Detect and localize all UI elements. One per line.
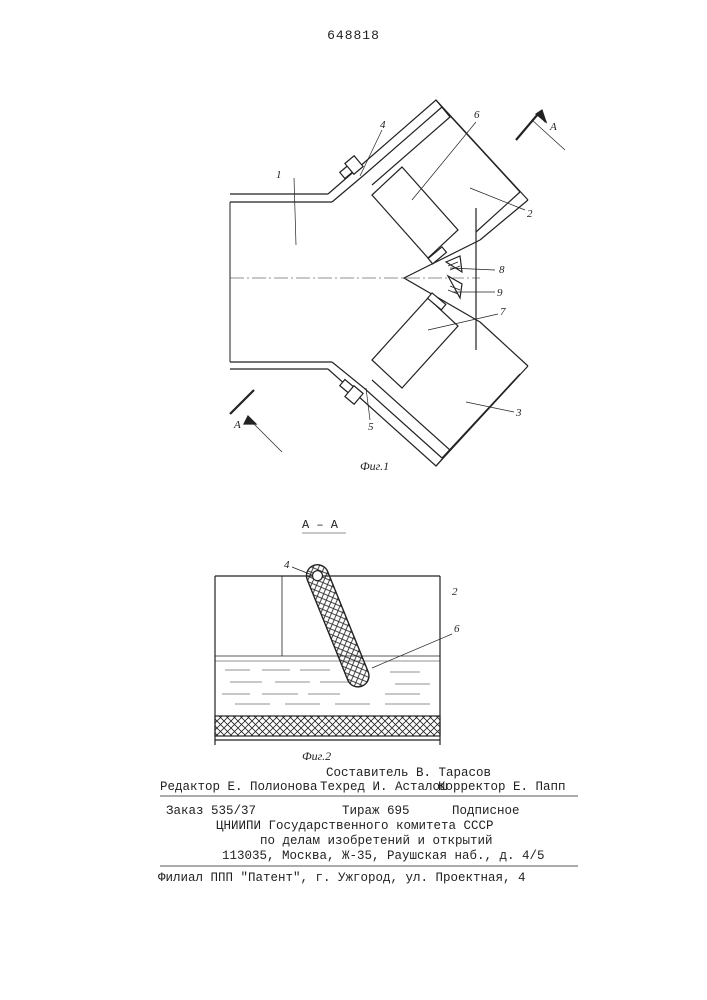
fig2-caption: Фиг.2 — [302, 749, 331, 763]
imprint-circulation: Тираж 695 — [342, 804, 410, 818]
fig1-label-8: 8 — [499, 264, 505, 276]
figure-2-drawing — [215, 561, 452, 745]
section-mark-a-bottom: А — [233, 419, 241, 431]
fig1-label-2: 2 — [527, 208, 533, 220]
fig2-label-4: 4 — [284, 559, 290, 571]
imprint-corrector: Корректор Е. Папп — [438, 780, 566, 794]
fig1-label-7: 7 — [500, 306, 506, 318]
fig2-label-2: 2 — [452, 586, 458, 598]
imprint-subscription: Подписное — [452, 804, 520, 818]
fig2-label-6: 6 — [454, 623, 460, 635]
fig1-label-3: 3 — [515, 407, 522, 419]
imprint-address: 113035, Москва, Ж-35, Раушская наб., д. … — [222, 849, 545, 863]
section-mark-a-top: А — [549, 121, 557, 133]
fig1-caption: Фиг.1 — [360, 459, 389, 473]
section-title: А – А — [302, 518, 339, 532]
imprint-compiler: Составитель В. Тарасов — [326, 766, 491, 780]
imprint-order: Заказ 535/37 — [166, 804, 256, 818]
imprint-branch: Филиал ППП "Патент", г. Ужгород, ул. Про… — [158, 871, 526, 885]
imprint-techred: Техред И. Асталош — [320, 780, 448, 794]
figure-1-labels: 1 2 3 4 5 6 7 8 9 А А Фиг.1 — [233, 109, 557, 473]
fig1-label-1: 1 — [276, 169, 282, 181]
fig1-label-9: 9 — [497, 287, 503, 299]
fig1-label-4: 4 — [380, 119, 386, 131]
fig1-label-6: 6 — [474, 109, 480, 121]
fig1-label-5: 5 — [368, 421, 374, 433]
imprint-org1: ЦНИИПИ Государственного комитета СССР — [216, 819, 494, 833]
imprint-editor: Редактор Е. Полионова — [160, 780, 318, 794]
figure-1-drawing — [230, 100, 565, 466]
imprint-org2: по делам изобретений и открытий — [260, 834, 493, 848]
